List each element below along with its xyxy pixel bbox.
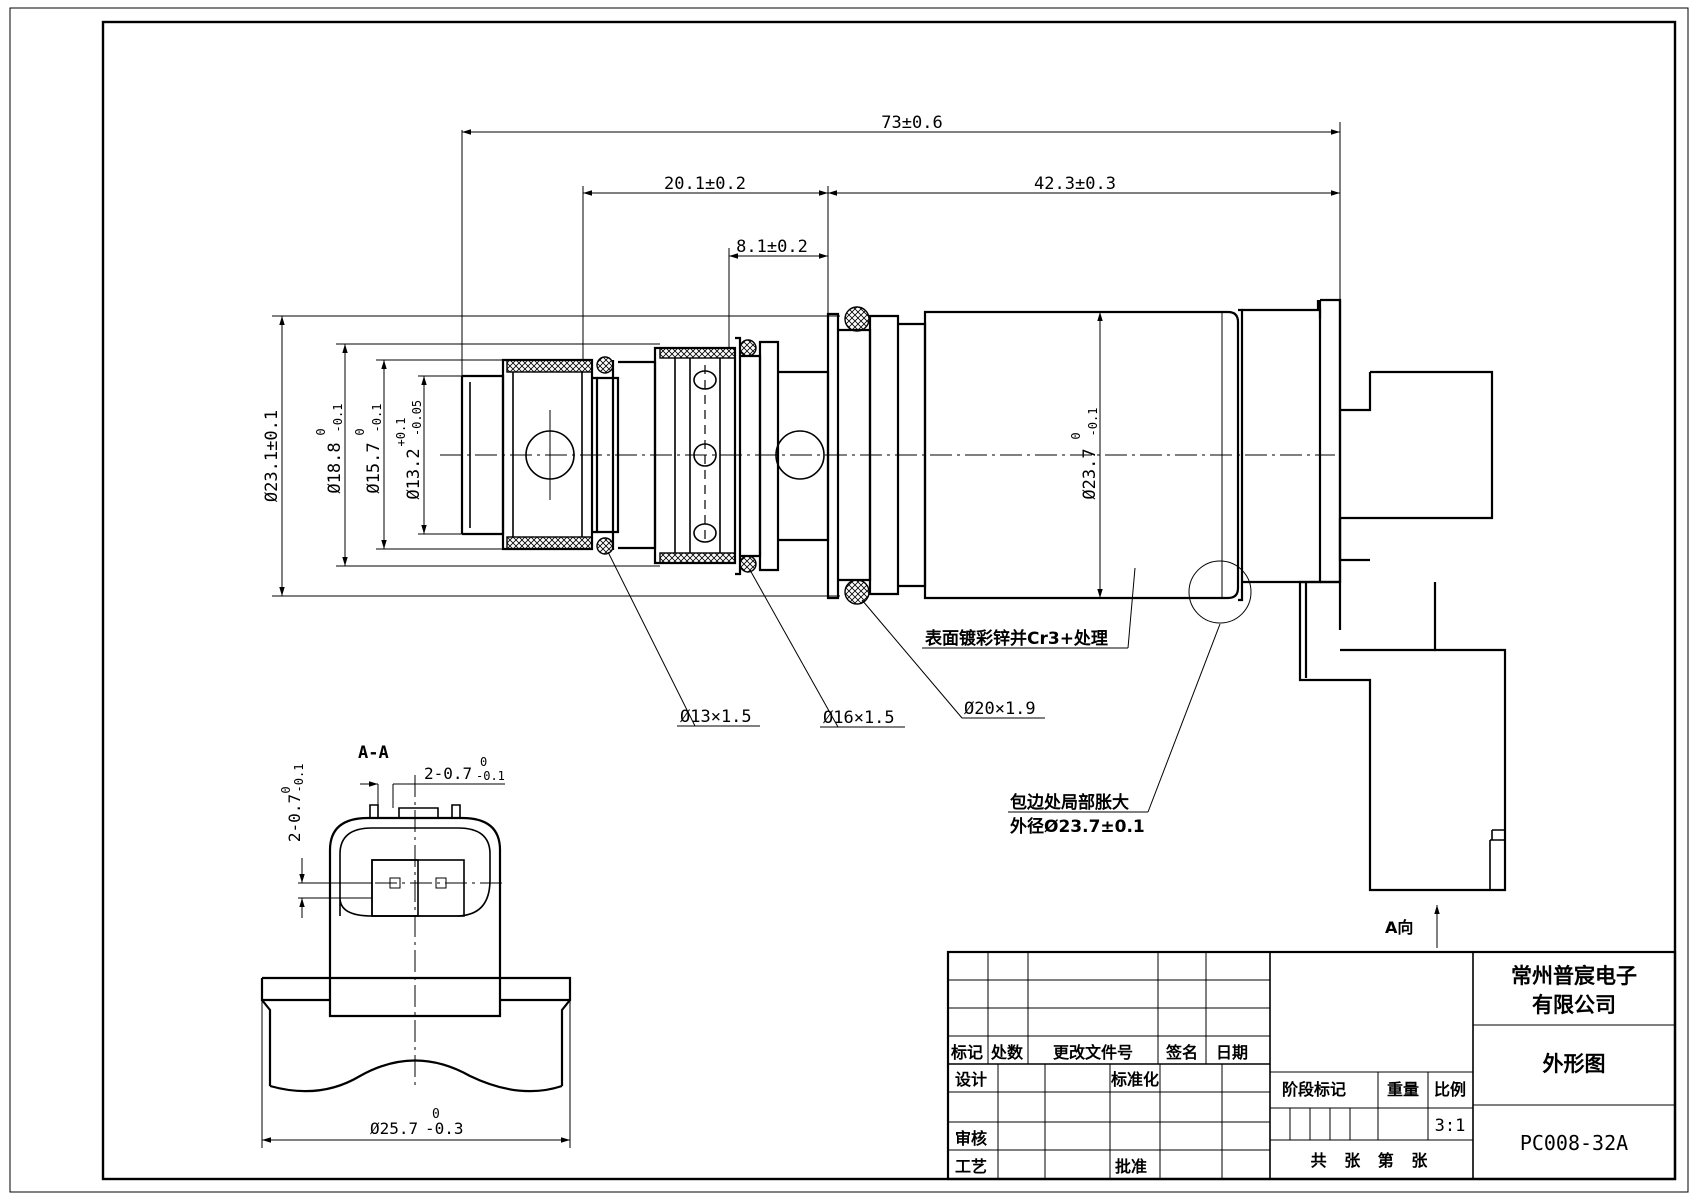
main-view: [440, 298, 1507, 892]
dim-dia-15-7-tol-upper: 0: [353, 428, 367, 435]
oring-3-top: [844, 306, 870, 332]
tb-r-standard: 标准化: [1110, 1070, 1159, 1089]
tb-h-date: 日期: [1216, 1043, 1248, 1062]
dim-dia-23-7: Ø23.7: [1080, 448, 1100, 499]
section-dim-top: 2-0.7: [424, 764, 472, 783]
callout-flare-note-line2: 外径Ø23.7±0.1: [1010, 816, 1145, 837]
tb-company-line2: 有限公司: [1532, 993, 1616, 1017]
section-dim-bottom: Ø25.7: [370, 1119, 418, 1138]
callout-flare-note-line1: 包边处局部胀大: [1010, 792, 1129, 813]
dim-dia-15-7: Ø15.7: [364, 442, 384, 493]
callout-oring-1: Ø13×1.5: [680, 707, 752, 727]
section-dim-side: 2-0.7: [285, 794, 304, 842]
tb-sheets: 共 张 第 张: [1311, 1151, 1434, 1170]
tb-stage-mark: 阶段标记: [1282, 1080, 1346, 1099]
section-dim-side-tol-upper: 0: [279, 786, 293, 793]
diameter-dimensions: Ø23.1±0.1 Ø18.8 0 -0.1 Ø15.7 0 -0.1 Ø13.…: [262, 312, 1103, 598]
section-dim-side-tol-lower: -0.1: [292, 764, 306, 793]
tb-company-line1: 常州普宸电子: [1511, 964, 1637, 988]
tb-drawing-name: 外形图: [1543, 1052, 1606, 1076]
tb-scale-label: 比例: [1434, 1080, 1466, 1099]
tb-h-count: 处数: [990, 1043, 1024, 1062]
dim-front-length: 20.1±0.2: [664, 174, 746, 194]
section-view-aa: A-A 2-0.7 0 -0.1 2-0.7 0 -: [260, 743, 572, 1148]
drawing-border: [101, 20, 1677, 1181]
callout-oring-2: Ø16×1.5: [823, 708, 895, 728]
tb-h-mark: 标记: [950, 1043, 983, 1062]
oring-1-top: [596, 356, 614, 374]
dim-dia-13-2: Ø13.2: [404, 448, 424, 499]
tb-r-approve: 批准: [1115, 1157, 1147, 1176]
section-dim-top-tol-upper: 0: [480, 755, 487, 769]
section-title: A-A: [358, 743, 389, 763]
dim-dia-18-8-tol-upper: 0: [314, 428, 328, 435]
tb-r-process: 工艺: [955, 1157, 987, 1176]
tb-weight: 重量: [1387, 1080, 1419, 1099]
dim-dia-13-2-tol-lower: -0.05: [410, 400, 424, 436]
dim-rear-length: 42.3±0.3: [1034, 174, 1116, 194]
section-dim-top-tol-lower: -0.1: [476, 769, 505, 783]
tb-r-review: 审核: [955, 1129, 987, 1148]
dim-dia-18-8-tol-lower: -0.1: [331, 404, 345, 433]
oring-2-top: [739, 339, 757, 357]
callout-oring-3: Ø20×1.9: [964, 699, 1036, 719]
callout-surface-note: 表面镀彩锌并Cr3+处理: [925, 628, 1108, 649]
horizontal-dimensions: 73±0.6 20.1±0.2 42.3±0.3 8.1±0.2: [461, 113, 1341, 376]
dim-overall-length: 73±0.6: [881, 113, 942, 133]
dim-dia-23-7-tol-upper: 0: [1069, 432, 1083, 439]
callouts: Ø13×1.5 Ø16×1.5 Ø20×1.9 表面镀彩锌并Cr3+处理 包边处…: [607, 551, 1440, 948]
dim-groove-length: 8.1±0.2: [736, 237, 808, 257]
dim-dia-18-8: Ø18.8: [325, 442, 345, 493]
tb-h-sign: 签名: [1165, 1043, 1198, 1062]
dim-dia-13-2-tol-upper: +0.1: [394, 418, 408, 447]
oring-1-bottom: [596, 537, 614, 555]
tb-scale: 3:1: [1435, 1116, 1466, 1136]
section-dim-bottom-tol-lower: -0.3: [425, 1119, 464, 1138]
tb-r-design: 设计: [955, 1070, 987, 1089]
oring-2-bottom: [739, 555, 757, 573]
dim-dia-23-1: Ø23.1±0.1: [262, 410, 282, 502]
dim-dia-23-7-tol-lower: -0.1: [1086, 408, 1100, 437]
outer-frame: [9, 7, 1689, 1193]
tb-drawing-number: PC008-32A: [1520, 1131, 1628, 1155]
oring-3-bottom: [844, 579, 870, 605]
tb-h-change-doc: 更改文件号: [1053, 1043, 1133, 1062]
section-dim-bottom-tol-upper: 0: [432, 1107, 440, 1122]
dim-dia-15-7-tol-lower: -0.1: [370, 404, 384, 433]
title-block: 标记 处数 更改文件号 签名 日期 设计 标准化 审核 工艺 批准 阶段标记 重…: [946, 950, 1677, 1181]
view-arrow-label: A向: [1385, 918, 1413, 937]
